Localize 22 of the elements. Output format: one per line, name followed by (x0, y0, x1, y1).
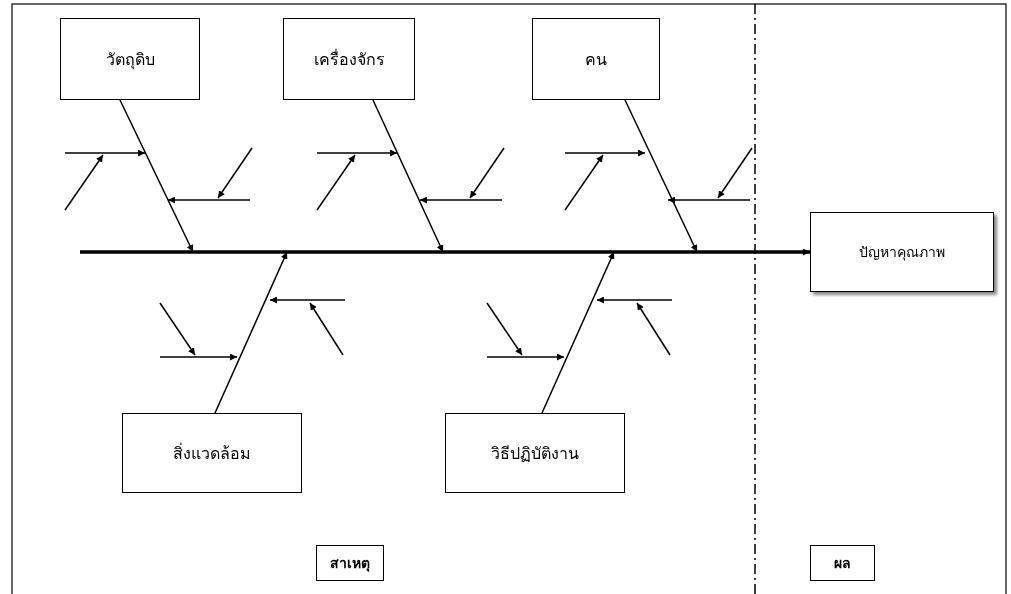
box-label: ปัญหาคุณภาพ (859, 243, 945, 263)
box-label: เครื่องจักร (313, 48, 385, 71)
cause-box (445, 413, 625, 493)
box-label: คน (585, 48, 607, 71)
bone-arrow (541, 251, 615, 414)
section-label-box (316, 545, 384, 581)
bone-arrow (372, 99, 444, 253)
cause-box (60, 18, 200, 100)
cause-box (283, 18, 415, 100)
cause-box (532, 18, 660, 100)
box-label: วิธีปฏิบัติงาน (491, 442, 579, 465)
bone-arrow (624, 99, 698, 253)
effect-box (810, 212, 994, 292)
spine-arrow (80, 248, 810, 256)
box-label: สิ่งแวดล้อม (173, 442, 251, 465)
bone-arrow (119, 99, 194, 253)
box-label: วัตถุดิบ (105, 48, 155, 72)
bone-arrow (214, 251, 288, 414)
section-label-box (810, 545, 875, 581)
box-label: สาเหตุ (330, 554, 370, 574)
box-label: ผล (834, 554, 851, 573)
cause-box (122, 413, 302, 493)
